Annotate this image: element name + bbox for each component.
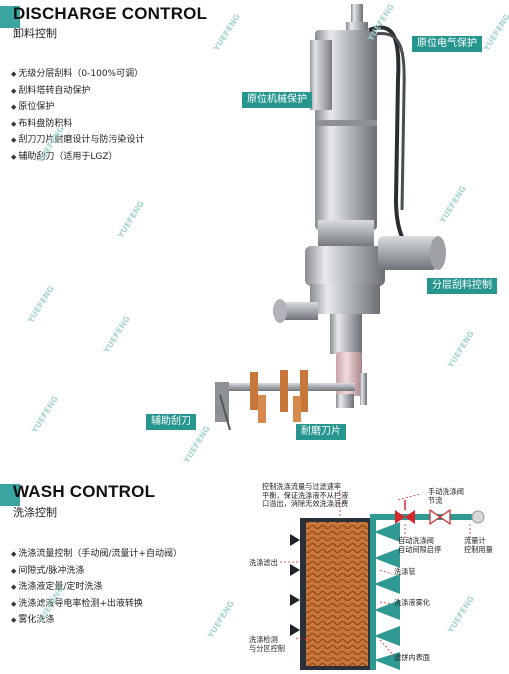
wash-pipe-label: 洗涤管	[394, 567, 416, 576]
list-item: 洗涤滤液导电率检测+出液转换	[11, 596, 182, 613]
discharge-title: DISCHARGE CONTROL	[13, 4, 208, 23]
atomize-label: 洗涤液雾化	[394, 598, 430, 607]
list-item: 洗涤液定量/定时洗涤	[11, 579, 182, 596]
list-item: 辅助刮刀（适用于LGZ）	[11, 149, 144, 166]
callout-electric-protection: 原位电气保护	[412, 36, 482, 52]
watermark: YUEFENG	[116, 199, 146, 240]
wash-feature-list: 洗涤流量控制（手动阀/流量计+自动阀） 间隙式/脉冲洗涤 洗涤液定量/定时洗涤 …	[11, 546, 182, 629]
discharge-subtitle: 卸料控制	[13, 27, 57, 40]
wash-note-top: 控制洗涤流量与过滤速率 平衡，保证洗涤液不从拦液 口溢出，消除无效洗涤浪费	[262, 482, 349, 509]
wash-filtrate-label: 洗涤滤出	[249, 558, 278, 567]
inner-surface-label: 滤饼内表面	[394, 653, 430, 662]
list-item: 布料盘防积料	[11, 116, 144, 133]
callout-wear-blade: 耐磨刀片	[296, 424, 346, 440]
list-item: 无级分层刮料（0-100%可调）	[11, 66, 144, 83]
watermark: YUEFENG	[446, 329, 476, 370]
callout-layer-scraping: 分层刮料控制	[427, 278, 497, 294]
watermark: YUEFENG	[102, 314, 132, 355]
flowmeter-label: 流量计 控制用量	[464, 536, 493, 554]
wash-diagram	[280, 490, 485, 670]
auto-valve-label: 自动洗涤阀 自动间隙启停	[398, 536, 442, 554]
list-item: 原位保护	[11, 99, 144, 116]
discharge-feature-list: 无级分层刮料（0-100%可调） 刮料塔转自动保护 原位保护 布料盘防积料 刮刀…	[11, 66, 144, 166]
manual-valve-label: 手动洗涤阀 节流	[428, 487, 464, 505]
section-accent-bar	[0, 6, 20, 28]
watermark: YUEFENG	[26, 284, 56, 325]
callout-aux-blade: 辅助刮刀	[146, 414, 196, 430]
list-item: 刮料塔转自动保护	[11, 83, 144, 100]
detect-label: 洗涤检测 与分区控制	[249, 635, 285, 653]
list-item: 刮刀刀片耐磨设计与防污染设计	[11, 132, 144, 149]
callout-mechanical-protection: 原位机械保护	[242, 92, 312, 108]
wash-subtitle: 洗涤控制	[13, 506, 57, 519]
list-item: 间隙式/脉冲洗涤	[11, 563, 182, 580]
watermark: YUEFENG	[30, 394, 60, 435]
discharge-machine-illustration	[215, 4, 446, 431]
wash-title: WASH CONTROL	[13, 482, 156, 501]
watermark: YUEFENG	[482, 12, 509, 53]
watermark: YUEFENG	[206, 599, 236, 640]
list-item: 雾化洗涤	[11, 612, 182, 629]
list-item: 洗涤流量控制（手动阀/流量计+自动阀）	[11, 546, 182, 563]
section-accent-bar	[0, 484, 20, 506]
